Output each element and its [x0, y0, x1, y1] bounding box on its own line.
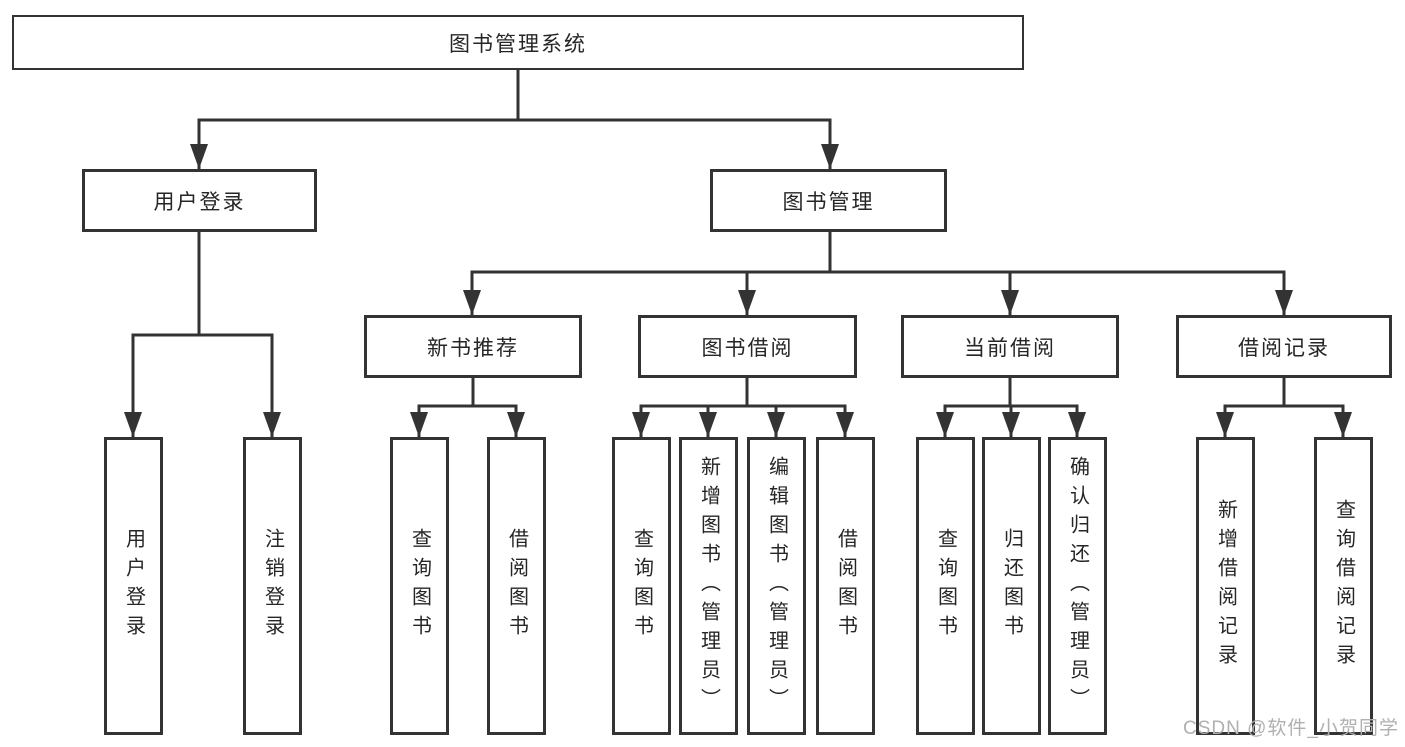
- node-user-login-label: 用户登录: [153, 190, 246, 214]
- node-borrowing-records: 借阅记录: [1176, 315, 1392, 378]
- leaf-br-query-borrow-record-label: 查询借阅记录: [1332, 499, 1355, 673]
- leaf-nbr-borrow-books: 借阅图书: [487, 437, 546, 735]
- leaf-nbr-borrow-books-label: 借阅图书: [505, 528, 528, 644]
- leaf-cb-query-books: 查询图书: [916, 437, 975, 735]
- node-book-management-label: 图书管理: [782, 190, 875, 214]
- connector-user-login-branch: [131, 333, 274, 437]
- leaf-cb-confirm-return-admin: 确认归还（管理员）: [1048, 437, 1107, 735]
- node-user-login: 用户登录: [82, 169, 317, 232]
- node-new-book-recommendation-label: 新书推荐: [427, 336, 519, 360]
- arrowheads: [124, 144, 1352, 437]
- node-root-label: 图书管理系统: [449, 32, 587, 56]
- leaf-logout: 注销登录: [243, 437, 302, 735]
- connector-borrow-records-branch: [1223, 378, 1345, 437]
- leaf-user-login: 用户登录: [104, 437, 163, 735]
- leaf-bb-add-books-admin-label: 新增图书（管理员）: [697, 455, 720, 717]
- leaf-bb-query-books: 查询图书: [612, 437, 671, 735]
- leaf-bb-edit-books-admin: 编辑图书（管理员）: [747, 437, 806, 735]
- node-book-borrowing: 图书借阅: [638, 315, 857, 378]
- leaf-bb-edit-books-admin-label: 编辑图书（管理员）: [765, 455, 788, 717]
- leaf-br-add-borrow-record: 新增借阅记录: [1196, 437, 1255, 735]
- node-book-borrowing-label: 图书借阅: [701, 336, 794, 360]
- leaf-bb-borrow-books: 借阅图书: [816, 437, 875, 735]
- connector-level1-branch: [197, 118, 832, 169]
- connector-book-management-branch: [470, 270, 1286, 315]
- leaf-br-add-borrow-record-label: 新增借阅记录: [1214, 499, 1237, 673]
- node-root: 图书管理系统: [12, 15, 1024, 70]
- connector-book-borrowing-branch: [639, 378, 847, 437]
- leaf-nbr-query-books: 查询图书: [390, 437, 449, 735]
- node-current-borrowing: 当前借阅: [901, 315, 1119, 378]
- node-borrowing-records-label: 借阅记录: [1238, 336, 1330, 360]
- node-current-borrowing-label: 当前借阅: [964, 336, 1056, 360]
- leaf-bb-query-books-label: 查询图书: [630, 528, 653, 644]
- leaf-cb-confirm-return-admin-label: 确认归还（管理员）: [1066, 455, 1089, 717]
- leaf-cb-return-books-label: 归还图书: [1000, 528, 1023, 644]
- leaf-cb-query-books-label: 查询图书: [934, 528, 957, 644]
- leaf-user-login-label: 用户登录: [122, 528, 145, 644]
- node-new-book-recommendation: 新书推荐: [364, 315, 582, 378]
- leaf-br-query-borrow-record: 查询借阅记录: [1314, 437, 1373, 735]
- leaf-bb-borrow-books-label: 借阅图书: [834, 528, 857, 644]
- leaf-bb-add-books-admin: 新增图书（管理员）: [679, 437, 738, 735]
- leaf-cb-return-books: 归还图书: [982, 437, 1041, 735]
- leaf-nbr-query-books-label: 查询图书: [408, 528, 431, 644]
- node-book-management: 图书管理: [710, 169, 947, 232]
- leaf-logout-label: 注销登录: [261, 528, 284, 644]
- connector-new-book-branch: [417, 378, 518, 437]
